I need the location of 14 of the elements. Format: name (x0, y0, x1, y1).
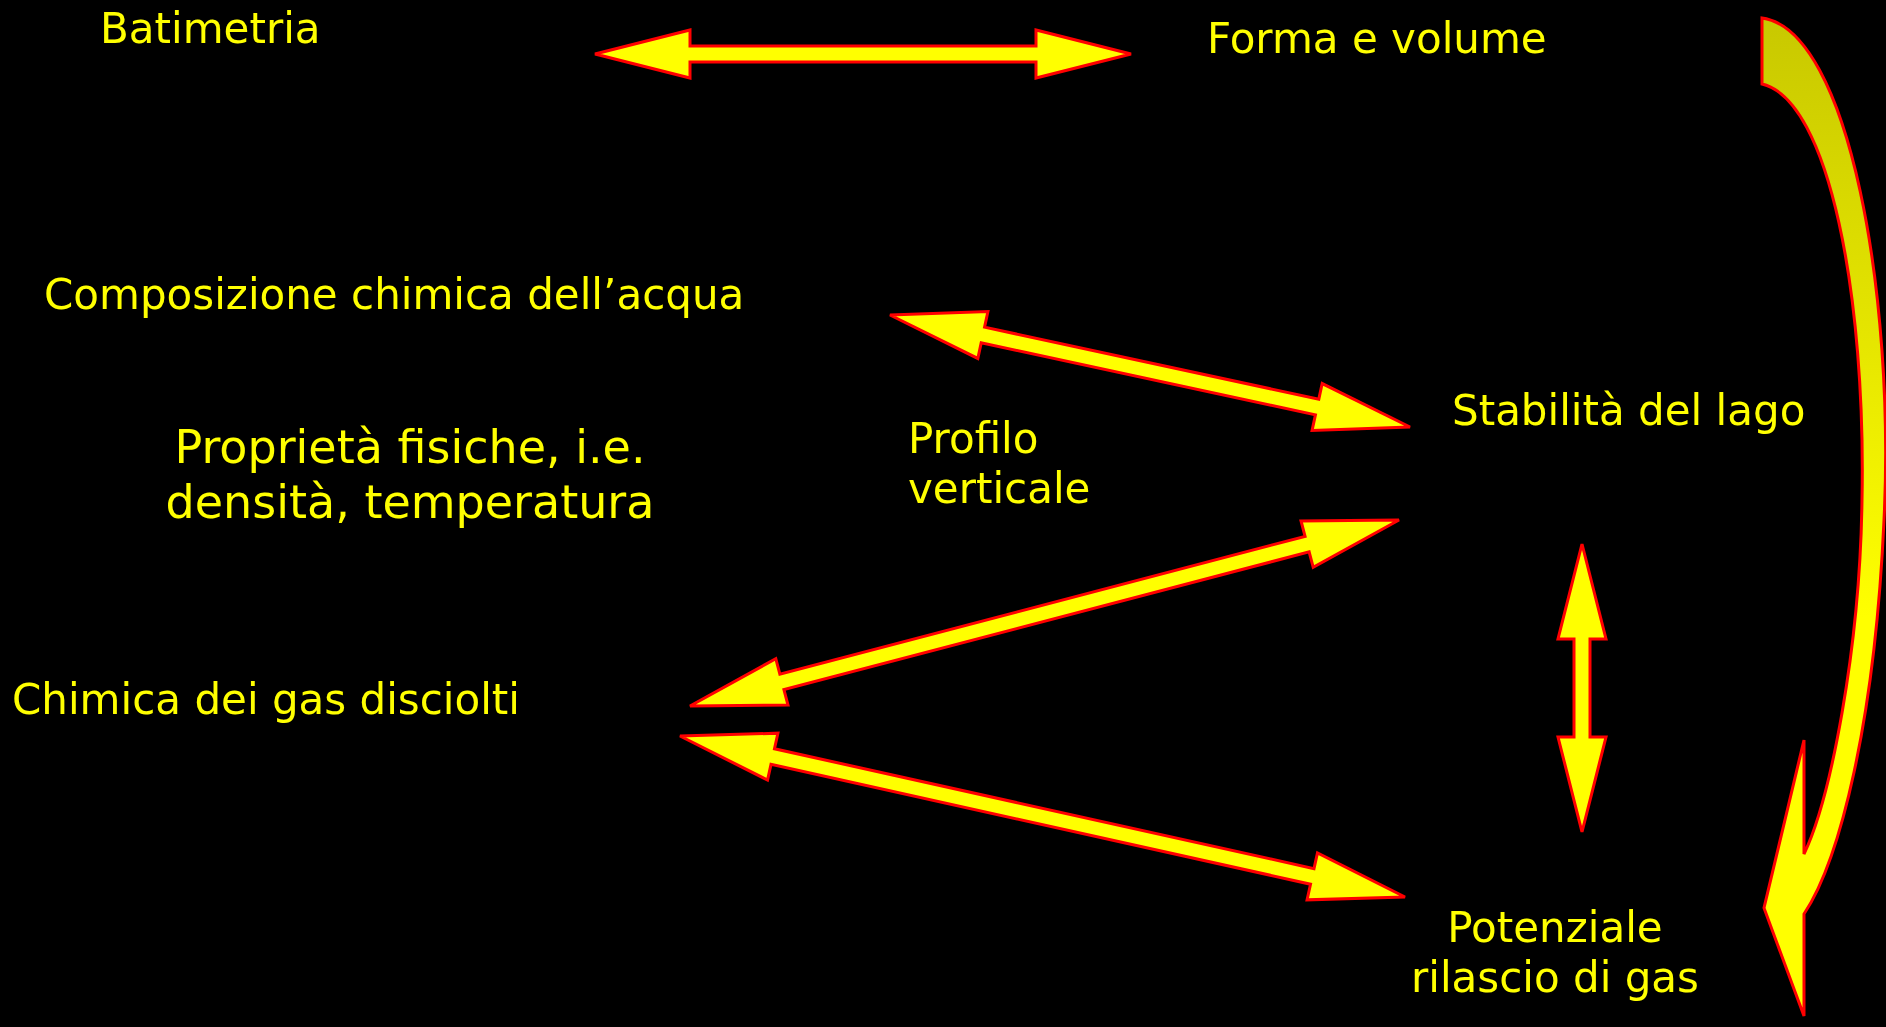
double-arrow (1556, 542, 1608, 834)
node-label: Potenziale rilascio di gas (1387, 903, 1723, 1004)
node-label: Stabilità del lago (1452, 386, 1806, 437)
double-arrow (678, 731, 1407, 902)
text-label: Proprietà fisiche, i.e. densità, temperatura (164, 420, 656, 531)
node-label: Chimica dei gas disciolti (12, 675, 520, 726)
double-arrow (888, 309, 1412, 433)
curved-arrow (1760, 16, 1886, 1018)
double-arrow (593, 28, 1133, 80)
text-label: Profilo verticale (908, 414, 1092, 515)
node-label: Composizione chimica dell’acqua (44, 270, 745, 321)
node-label: Forma e volume (1207, 14, 1547, 65)
node-label: Batimetria (100, 4, 321, 55)
double-arrow (688, 518, 1401, 708)
